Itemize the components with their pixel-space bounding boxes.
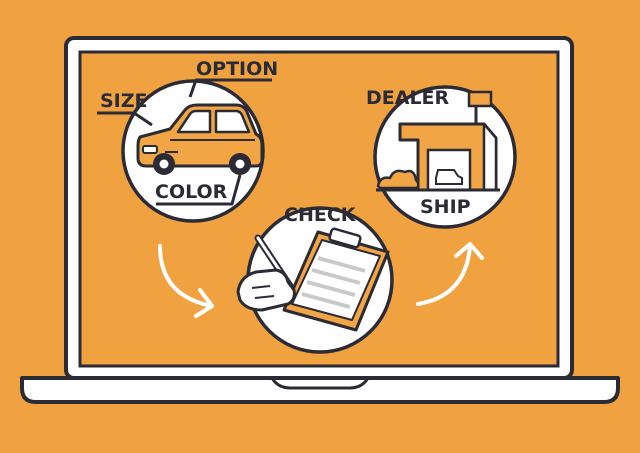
check-label: CHECK: [284, 204, 357, 226]
dealer-label: DEALER: [366, 87, 450, 109]
curved-arrow-icon: [416, 242, 484, 306]
car-icon: [136, 103, 264, 175]
option-label: OPTION: [196, 58, 278, 80]
clipboard-icon: [282, 227, 390, 332]
dealer-scene: DEALER SHIP: [366, 85, 517, 229]
hand-holding-pen-icon: [236, 234, 296, 312]
ship-label: SHIP: [420, 196, 471, 218]
dealer-garage-icon: [376, 90, 500, 192]
color-label: COLOR: [155, 181, 228, 203]
check-scene: CHECK: [236, 204, 394, 354]
size-label: SIZE: [100, 90, 148, 112]
car-scene: SIZE OPTION COLOR: [97, 58, 278, 223]
curved-arrow-icon: [158, 244, 214, 318]
